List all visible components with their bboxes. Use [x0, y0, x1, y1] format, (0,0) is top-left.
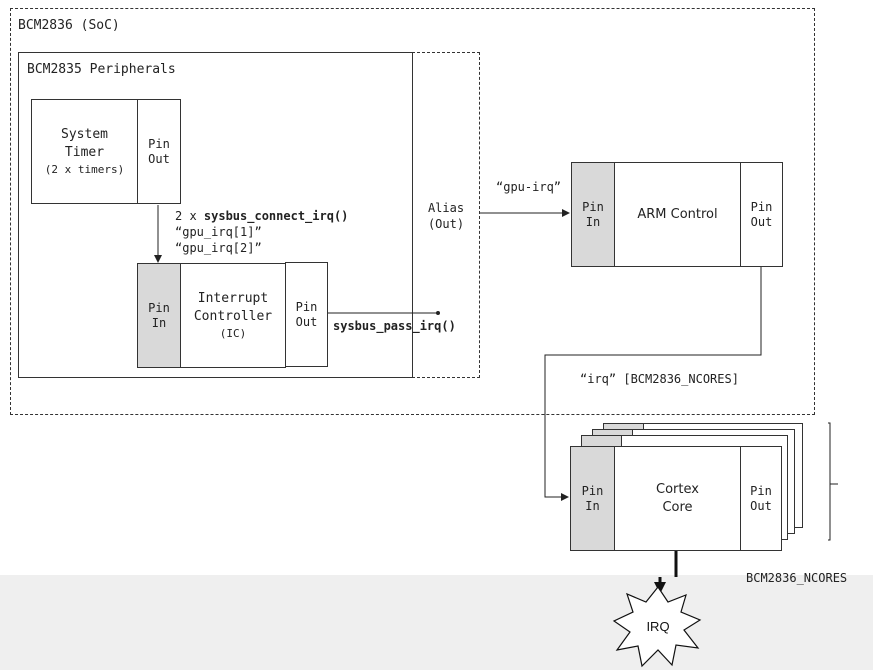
system-timer-pin-out-line1: Pin — [148, 136, 170, 151]
connect-irq-gpu2: “gpu_irq[2]” — [175, 241, 262, 255]
connect-irq-func: sysbus_connect_irq() — [203, 209, 349, 223]
alias-line2: (Out) — [427, 217, 465, 231]
system-timer-name-line1: System — [61, 127, 108, 142]
core-body: Cortex Core — [615, 447, 741, 550]
pass-irq-label: sysbus_pass_irq() — [333, 319, 456, 333]
system-timer-block: System Timer (2 x timers) Pin Out — [31, 99, 181, 204]
core-pin-in-line1: Pin — [581, 483, 604, 498]
ncores-bracket — [828, 422, 831, 541]
arm-pin-in: Pin In — [572, 163, 615, 266]
arm-pin-out-line2: Out — [750, 214, 773, 229]
soc-container — [10, 8, 815, 415]
arm-pin-out: Pin Out — [741, 163, 782, 266]
arm-body: ARM Control — [615, 163, 741, 266]
arm-pin-in-line2: In — [585, 214, 601, 229]
core-pin-out: Pin Out — [741, 447, 781, 550]
soc-title: BCM2836 (SoC) — [18, 18, 120, 33]
core-pin-in: Pin In — [571, 447, 615, 550]
core-name-line2: Core — [662, 499, 693, 515]
arm-name: ARM Control — [637, 207, 718, 222]
ic-pin-out-line2: Out — [295, 314, 318, 329]
irq-burst-label: IRQ — [646, 619, 669, 634]
system-timer-pin-out-line2: Out — [148, 151, 170, 166]
system-timer-name-line2: Timer — [64, 145, 105, 160]
core-pin-out-line2: Out — [750, 498, 772, 513]
core-pin-out-line1: Pin — [750, 483, 772, 498]
arm-to-core-connector — [544, 267, 762, 501]
ncores-count-label: BCM2836_NCORES — [746, 571, 848, 585]
system-timer-sub: (2 x timers) — [44, 163, 125, 176]
ic-sub: (IC) — [219, 327, 247, 340]
ic-pin-out-line1: Pin — [295, 299, 318, 314]
pass-point — [436, 311, 440, 315]
connect-irq-prefix: 2 x — [175, 209, 204, 223]
connect-irq-gpu1: “gpu_irq[1]” — [175, 225, 262, 239]
ic-pin-out: Pin Out — [285, 262, 328, 367]
ic-pin-in: Pin In — [138, 264, 181, 367]
peripherals-title: BCM2835 Peripherals — [27, 62, 176, 77]
ic-name-line2: Controller — [193, 309, 273, 324]
alias-line1: Alias — [427, 201, 465, 215]
core-name-line1: Cortex — [656, 481, 699, 497]
ic-body: Interrupt Controller (IC) — [181, 264, 285, 367]
arm-pin-in-line1: Pin — [582, 199, 604, 214]
cortex-core-block: Pin In Cortex Core Pin Out — [570, 446, 782, 551]
ic-name-line1: Interrupt — [197, 291, 269, 306]
gpu-irq-label: “gpu-irq” — [496, 180, 562, 194]
alias-label: Alias (Out) — [413, 200, 479, 232]
core-pin-in-line2: In — [585, 498, 600, 513]
arm-control-block: Pin In ARM Control Pin Out — [571, 162, 783, 267]
system-timer-pin-out: Pin Out — [138, 100, 180, 203]
irq-ncores-label: “irq” [BCM2836_NCORES] — [580, 372, 739, 386]
ic-pin-in-line1: Pin — [148, 300, 170, 315]
interrupt-controller-block: Pin In Interrupt Controller (IC) — [137, 263, 286, 368]
bottom-band — [0, 575, 873, 670]
connect-irq-label: 2 x sysbus_connect_irq() “gpu_irq[1]” “g… — [175, 208, 348, 256]
arm-pin-out-line1: Pin — [750, 199, 773, 214]
peripherals-container — [18, 52, 413, 378]
irq-burst-shape — [612, 585, 702, 668]
system-timer-body: System Timer (2 x timers) — [32, 100, 138, 203]
ic-pin-in-line2: In — [151, 315, 167, 330]
